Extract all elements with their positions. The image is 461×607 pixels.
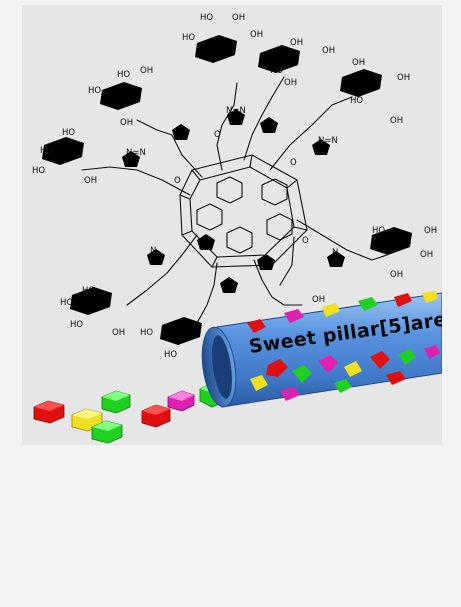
svg-text:HO: HO bbox=[60, 298, 73, 308]
svg-text:OH: OH bbox=[290, 38, 303, 48]
candy-magenta-1 bbox=[167, 390, 195, 412]
svg-text:OH: OH bbox=[120, 118, 133, 128]
svg-text:O: O bbox=[214, 130, 221, 140]
svg-text:HO: HO bbox=[164, 350, 177, 360]
svg-text:OH: OH bbox=[352, 58, 365, 68]
svg-text:HO: HO bbox=[88, 86, 101, 96]
svg-text:HO: HO bbox=[140, 328, 153, 338]
svg-text:OH: OH bbox=[250, 30, 263, 40]
atom-labels: HO OH HO OH OH OH HO OH HO OH HO OH OH O… bbox=[32, 13, 437, 360]
svg-text:OH: OH bbox=[84, 176, 97, 186]
svg-text:O: O bbox=[174, 176, 181, 186]
svg-text:HO: HO bbox=[32, 166, 45, 176]
svg-text:HO: HO bbox=[372, 226, 385, 236]
svg-text:HO: HO bbox=[117, 70, 130, 80]
svg-text:OH: OH bbox=[284, 78, 297, 88]
svg-text:OH: OH bbox=[322, 46, 335, 56]
svg-text:HO: HO bbox=[350, 96, 363, 106]
svg-text:OH: OH bbox=[390, 116, 403, 126]
svg-text:HO: HO bbox=[62, 128, 75, 138]
illustration: HO OH HO OH OH OH HO OH HO OH HO OH OH O… bbox=[32, 13, 442, 444]
svg-text:OH: OH bbox=[424, 226, 437, 236]
svg-text:N=N: N=N bbox=[226, 106, 246, 116]
svg-text:N: N bbox=[150, 246, 156, 256]
glycoconjugate-structure bbox=[42, 35, 416, 351]
candy-green-2 bbox=[91, 420, 123, 444]
candy-red-2 bbox=[141, 404, 171, 428]
svg-text:OH: OH bbox=[397, 73, 410, 83]
svg-text:O: O bbox=[302, 236, 309, 246]
svg-text:HO: HO bbox=[182, 33, 195, 43]
svg-text:HO: HO bbox=[70, 320, 83, 330]
svg-text:OH: OH bbox=[140, 66, 153, 76]
illustration-panel: HO OH HO OH OH OH HO OH HO OH HO OH OH O… bbox=[22, 5, 442, 445]
svg-text:O: O bbox=[290, 158, 297, 168]
svg-text:OH: OH bbox=[420, 250, 433, 260]
svg-text:OH: OH bbox=[112, 328, 125, 338]
candy-green-1 bbox=[101, 390, 131, 414]
svg-text:OH: OH bbox=[312, 295, 325, 305]
pillararene-tube: Sweet pillar[5]arenes bbox=[201, 291, 442, 408]
candy-red-1 bbox=[33, 400, 65, 424]
svg-text:HO: HO bbox=[82, 286, 95, 296]
svg-text:N: N bbox=[332, 248, 338, 258]
svg-text:HO: HO bbox=[40, 146, 53, 156]
svg-text:HO: HO bbox=[270, 66, 283, 76]
svg-text:N=N: N=N bbox=[126, 148, 146, 158]
svg-text:N=N: N=N bbox=[318, 136, 338, 146]
svg-text:HO: HO bbox=[200, 13, 213, 23]
svg-text:OH: OH bbox=[390, 270, 403, 280]
svg-text:OH: OH bbox=[232, 13, 245, 23]
